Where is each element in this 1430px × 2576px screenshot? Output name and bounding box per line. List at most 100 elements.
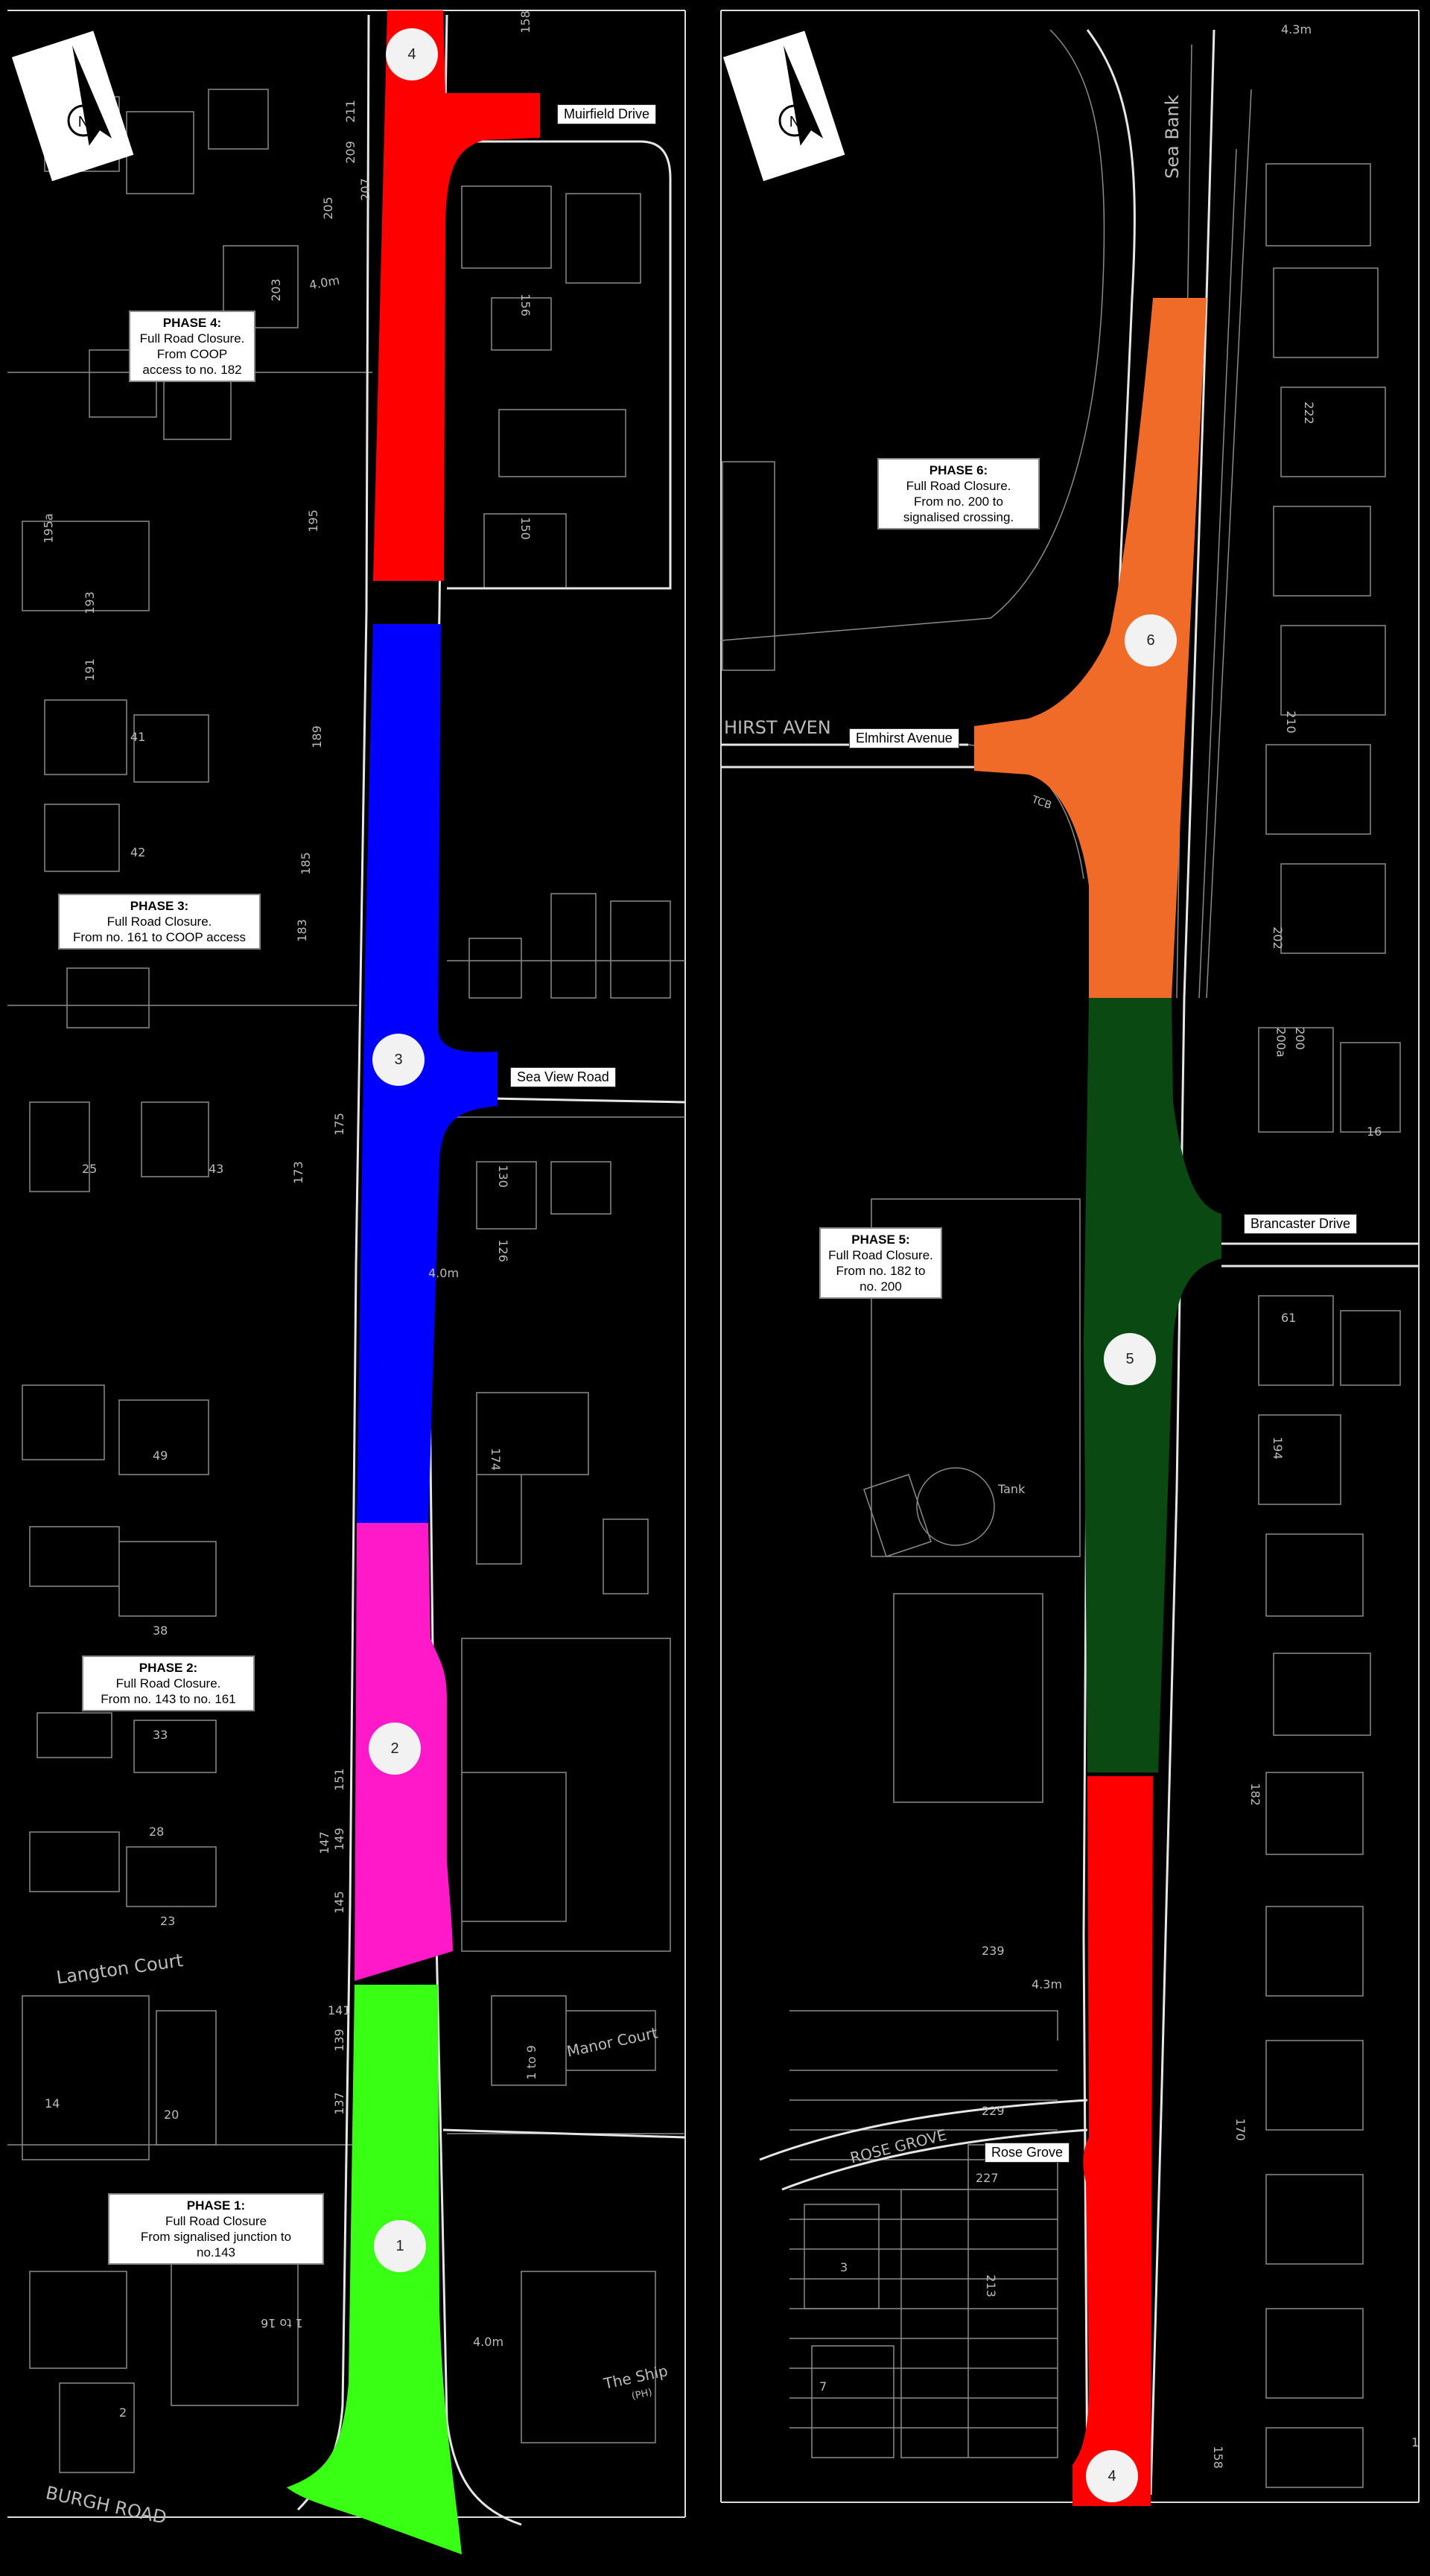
house-number: 182: [1248, 1783, 1262, 1806]
house-number: 170: [1233, 2118, 1248, 2141]
house-number: 175: [331, 1113, 346, 1136]
phase-description: Full Road Closure.: [115, 1676, 221, 1691]
street-label-rose-grove: Rose Grove: [985, 2143, 1070, 2163]
phase-title: PHASE 2:: [139, 1661, 198, 1675]
feature-tank: Tank: [998, 1482, 1026, 1496]
house-number: 222: [1301, 401, 1316, 424]
house-number: 227: [976, 2171, 999, 2185]
phase-description: no. 200: [859, 1279, 902, 1294]
phase-5-area: [1084, 998, 1221, 1772]
house-number: 207: [358, 178, 372, 201]
spot-height: 4.3m: [1281, 22, 1312, 36]
phase-4-area-right: [1072, 1776, 1153, 2506]
house-number: 3: [840, 2260, 848, 2274]
house-number: 49: [153, 1448, 168, 1463]
phase-6-area: [974, 298, 1207, 998]
house-number: 209: [343, 141, 358, 164]
street-label-muirfield-drive: Muirfield Drive: [557, 104, 657, 124]
house-number: 195: [305, 509, 320, 532]
phase-description: From signalised junction to: [140, 2230, 292, 2244]
north-letter: N: [78, 114, 89, 130]
house-number: 2: [119, 2405, 127, 2420]
phase-title: PHASE 1:: [186, 2198, 246, 2213]
house-number: 43: [209, 1162, 224, 1176]
phase-description: Full Road Closure.: [828, 1248, 933, 1262]
phase-description: Full Road Closure: [165, 2214, 267, 2228]
house-number: 205: [320, 197, 335, 220]
house-number: 193: [82, 591, 97, 614]
house-number: 33: [153, 1728, 168, 1742]
house-number: 183: [294, 919, 309, 942]
phase-5-label: PHASE 5: Full Road Closure. From no. 182…: [819, 1227, 942, 1299]
house-number: 28: [149, 1825, 165, 1839]
phase-marker-5: 5: [1104, 1333, 1156, 1385]
street-label-sea-view-road: Sea View Road: [510, 1067, 616, 1087]
house-number: 20: [164, 2108, 179, 2122]
house-number: 126: [495, 1239, 510, 1262]
house-number: 151: [331, 1768, 346, 1791]
house-number: 1 to 16: [261, 2316, 303, 2330]
house-number: 213: [983, 2274, 998, 2297]
phase-description: access to no. 182: [142, 363, 242, 377]
phase-3-label: PHASE 3: Full Road Closure. From no. 161…: [58, 894, 261, 950]
phase-marker-4-bottom: 4: [1086, 2450, 1138, 2502]
phase-description: From no. 161 to COOP access: [72, 930, 247, 944]
house-number: 158: [1210, 2446, 1225, 2469]
house-number: 25: [82, 1162, 98, 1176]
house-number: 145: [331, 1891, 346, 1914]
house-number: 173: [290, 1161, 305, 1184]
phase-description: signalised crossing.: [903, 510, 1014, 524]
house-number: 16: [1367, 1125, 1382, 1139]
phase-description: Full Road Closure.: [107, 915, 212, 929]
phase-title: PHASE 3:: [130, 899, 189, 913]
north-arrow-left: N: [11, 31, 134, 182]
left-panel-frame: [7, 10, 686, 2518]
house-number: 42: [130, 845, 146, 859]
phase-description: From COOP: [156, 347, 228, 361]
phase-marker-6: 6: [1125, 614, 1177, 667]
house-number: 229: [982, 2104, 1005, 2118]
house-number: 7: [819, 2379, 827, 2394]
phase-description: Full Road Closure.: [906, 479, 1011, 493]
house-number: 1: [1411, 2435, 1420, 2449]
phase-4-label: PHASE 4: Full Road Closure. From COOP ac…: [129, 311, 255, 382]
house-number: 211: [343, 100, 358, 123]
road-name-sea-bank: Sea Bank: [1162, 95, 1183, 179]
house-number: 191: [82, 658, 97, 681]
house-number: 200a: [1274, 1027, 1288, 1058]
house-number: 23: [160, 1914, 176, 1928]
house-number: 174: [488, 1448, 503, 1471]
house-number: 38: [153, 1623, 168, 1638]
north-letter: N: [789, 114, 800, 130]
house-number: 14: [45, 2096, 60, 2111]
house-number: 239: [982, 1944, 1005, 1958]
house-number: 202: [1270, 926, 1285, 950]
right-panel-frame: [720, 10, 1420, 2503]
phase-2-label: PHASE 2: Full Road Closure. From no. 143…: [82, 1656, 255, 1711]
north-arrow-right: N: [722, 31, 845, 182]
phase-description: no.143: [197, 2245, 235, 2259]
phase-marker-4-top: 4: [386, 28, 438, 80]
phase-title: PHASE 4:: [162, 316, 222, 330]
phase-4-area-left: [373, 10, 540, 581]
street-label-brancaster-drive: Brancaster Drive: [1244, 1214, 1358, 1234]
phase-6-label: PHASE 6: Full Road Closure. From no. 200…: [877, 458, 1040, 529]
house-number: 1 to 9: [524, 2045, 538, 2080]
phase-description: From no. 182 to: [836, 1264, 926, 1278]
phase-areas-right: [974, 298, 1221, 2506]
house-number: 130: [495, 1165, 510, 1188]
house-number: 137: [331, 2092, 346, 2115]
house-number: 158: [518, 10, 533, 34]
road-name-hirst-aven: HIRST AVEN: [724, 717, 831, 738]
phase-marker-3: 3: [372, 1034, 425, 1086]
phase-marker-2: 2: [369, 1723, 421, 1775]
house-number: 156: [518, 293, 533, 317]
house-number: 149: [331, 1828, 346, 1851]
house-number: 41: [130, 730, 146, 744]
phase-description: Full Road Closure.: [139, 331, 245, 346]
house-number: 195a: [41, 513, 56, 544]
house-number: 189: [309, 725, 324, 748]
house-number: 141: [328, 2003, 351, 2017]
phase-1-label: PHASE 1: Full Road Closure From signalis…: [108, 2193, 324, 2265]
